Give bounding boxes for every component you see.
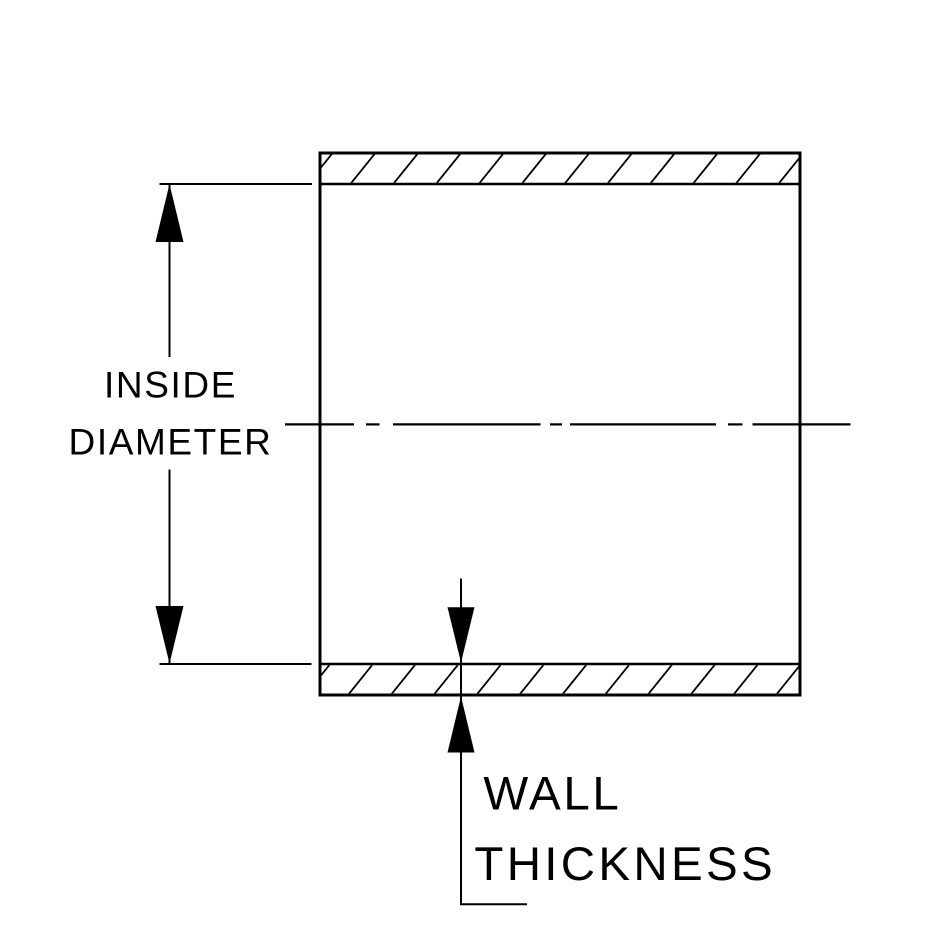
svg-text:THICKNESS: THICKNESS <box>474 838 776 891</box>
svg-text:INSIDE: INSIDE <box>104 365 237 406</box>
svg-text:WALL: WALL <box>483 768 621 821</box>
svg-text:DIAMETER: DIAMETER <box>69 421 273 462</box>
